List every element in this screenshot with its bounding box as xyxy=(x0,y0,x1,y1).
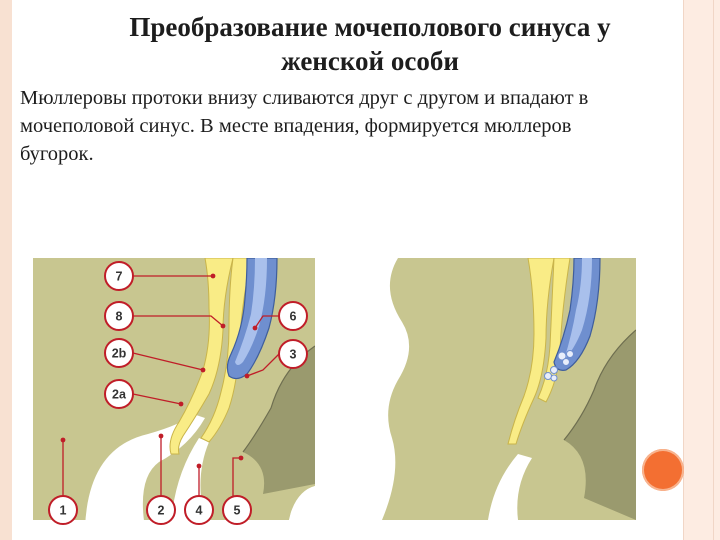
orange-circle-icon xyxy=(642,449,684,491)
marker-5: 5 xyxy=(222,495,252,525)
bottom-cleft xyxy=(488,454,532,520)
marker-2-label: 2 xyxy=(158,504,165,518)
right-decor-line xyxy=(713,0,714,540)
marker-4-label: 4 xyxy=(196,504,203,518)
body-line-1: Мюллеровы протоки внизу сливаются друг с… xyxy=(20,87,589,109)
marker-2b-label: 2b xyxy=(112,347,127,361)
marker-6: 6 xyxy=(278,301,308,331)
tissue-dark xyxy=(564,330,636,520)
leader-lines xyxy=(62,275,280,498)
tissue-dark xyxy=(243,346,315,494)
marker-2a: 2a xyxy=(104,379,134,409)
body-line-3: бугорок. xyxy=(20,143,94,165)
right-decor-band xyxy=(683,0,720,540)
marker-8-label: 8 xyxy=(116,310,123,324)
epithelium-yellow xyxy=(507,258,555,445)
slide-title: Преобразование мочеполового синуса у жен… xyxy=(60,10,680,78)
leader-dots xyxy=(60,273,258,469)
marker-1: 1 xyxy=(48,495,78,525)
left-decor-band xyxy=(0,0,12,540)
marker-5-label: 5 xyxy=(234,504,241,518)
marker-2a-label: 2a xyxy=(112,388,127,402)
epithelium-yellow-right xyxy=(537,258,571,403)
diagram-right xyxy=(368,258,636,520)
left-notch xyxy=(368,258,410,520)
diagram-left: 7 8 2b 2a 6 3 1 2 4 5 xyxy=(33,258,315,528)
marker-4: 4 xyxy=(184,495,214,525)
mullerian-tubercle-icon xyxy=(544,350,574,382)
duct-blue-inner xyxy=(235,258,267,365)
marker-7-label: 7 xyxy=(116,270,123,284)
marker-7: 7 xyxy=(104,261,134,291)
tissue-dark-edge xyxy=(563,329,636,441)
duct-blue-inner xyxy=(564,258,592,360)
marker-3: 3 xyxy=(278,339,308,369)
marker-3-label: 3 xyxy=(290,348,297,362)
marker-6-label: 6 xyxy=(290,310,297,324)
marker-2b: 2b xyxy=(104,338,134,368)
slide-body: Мюллеровы протоки внизу сливаются друг с… xyxy=(20,84,700,168)
title-line-1: Преобразование мочеполового синуса у xyxy=(129,12,611,42)
marker-2: 2 xyxy=(146,495,176,525)
title-line-2: женской особи xyxy=(281,46,459,76)
epithelium-yellow xyxy=(169,258,234,455)
body-line-2: мочеполовой синус. В месте впадения, фор… xyxy=(20,115,572,137)
marker-8: 8 xyxy=(104,301,134,331)
marker-1-label: 1 xyxy=(60,504,67,518)
